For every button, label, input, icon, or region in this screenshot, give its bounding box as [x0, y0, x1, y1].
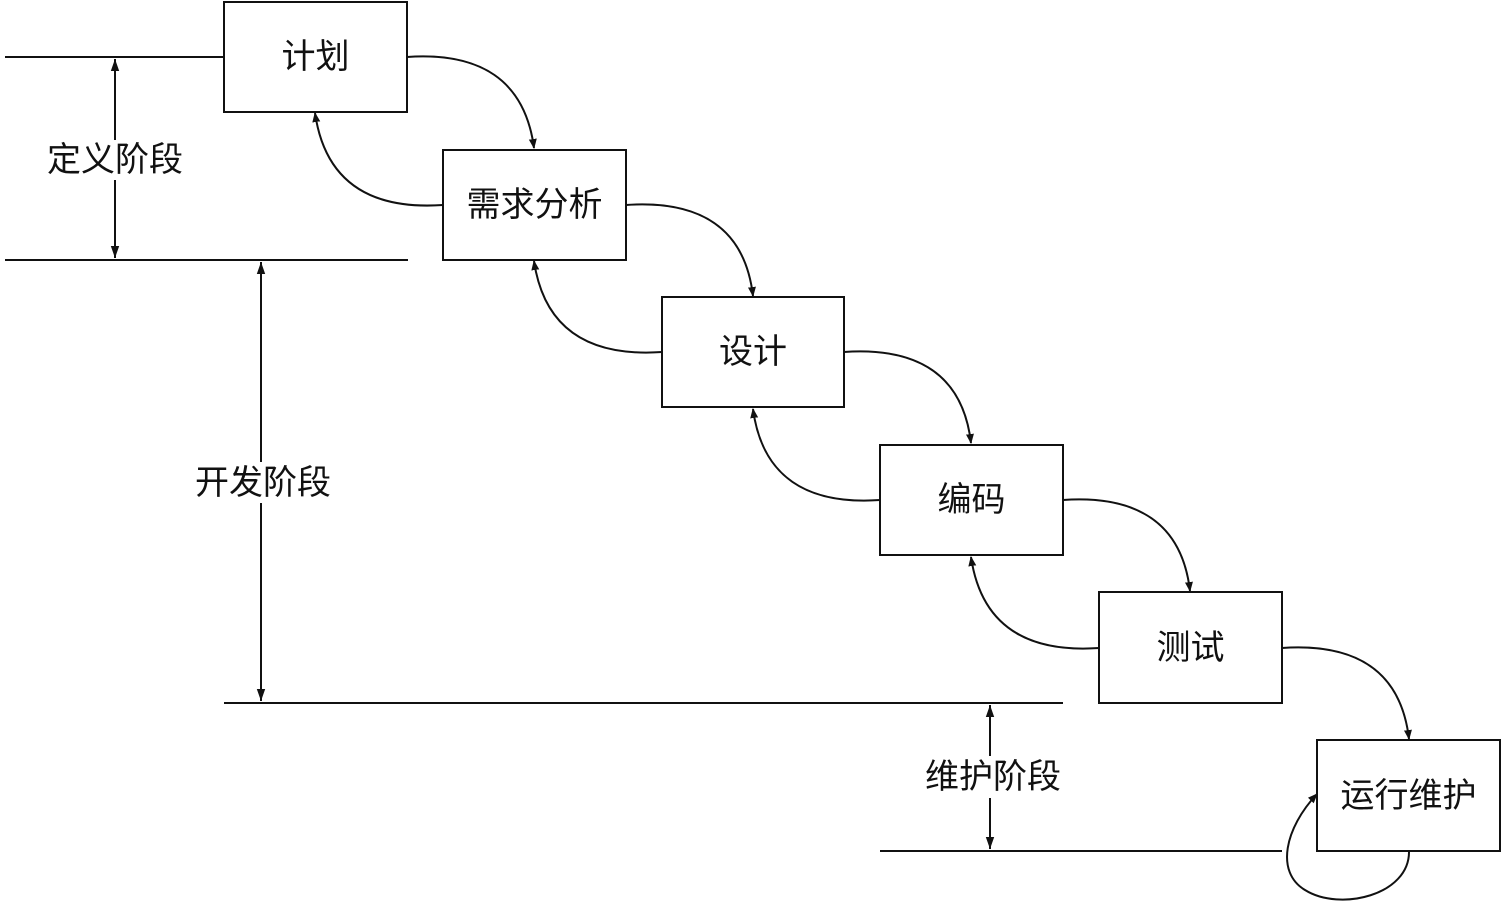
step-box-testing: 测试 — [1098, 591, 1283, 704]
step-box-coding-frame — [879, 444, 1064, 556]
step-box-design-frame — [661, 296, 845, 408]
step-box-coding: 编码 — [879, 444, 1064, 556]
maintenance-self-loop — [1286, 793, 1411, 901]
development-phase-dimension: 开发阶段 — [195, 262, 331, 701]
step-box-plan-frame — [223, 1, 408, 113]
flow-forward-2 — [625, 203, 756, 297]
development-phase-label: 开发阶段 — [195, 463, 331, 503]
maintenance-phase-label: 维护阶段 — [925, 757, 1061, 797]
step-box-design: 设计 — [661, 296, 845, 408]
flow-feedback-3 — [750, 408, 881, 502]
step-box-operation-maintenance-frame — [1316, 739, 1501, 852]
step-label-operation-maintenance: 运行维护 — [1341, 776, 1477, 816]
flow-forward-1 — [406, 55, 537, 149]
step-label-testing: 测试 — [1157, 628, 1225, 668]
maintenance-phase-dimension: 维护阶段 — [925, 705, 1061, 849]
step-label-plan: 计划 — [282, 37, 350, 77]
flow-forward-3 — [843, 350, 974, 444]
step-label-design: 设计 — [719, 332, 787, 372]
step-box-operation-maintenance: 运行维护 — [1316, 739, 1501, 852]
step-box-plan: 计划 — [223, 1, 408, 113]
flow-forward-4 — [1062, 498, 1193, 592]
flow-feedback-2 — [531, 260, 663, 354]
definition-phase-dimension: 定义阶段 — [47, 59, 183, 258]
step-label-requirements: 需求分析 — [467, 185, 603, 225]
definition-phase-label: 定义阶段 — [47, 140, 183, 180]
flow-feedback-4 — [968, 556, 1100, 650]
flow-forward-5 — [1281, 646, 1412, 740]
step-box-requirements: 需求分析 — [442, 149, 627, 261]
flow-feedback-1 — [312, 112, 444, 207]
step-box-requirements-frame — [442, 149, 627, 261]
step-label-coding: 编码 — [938, 480, 1006, 520]
step-box-testing-frame — [1098, 591, 1283, 704]
